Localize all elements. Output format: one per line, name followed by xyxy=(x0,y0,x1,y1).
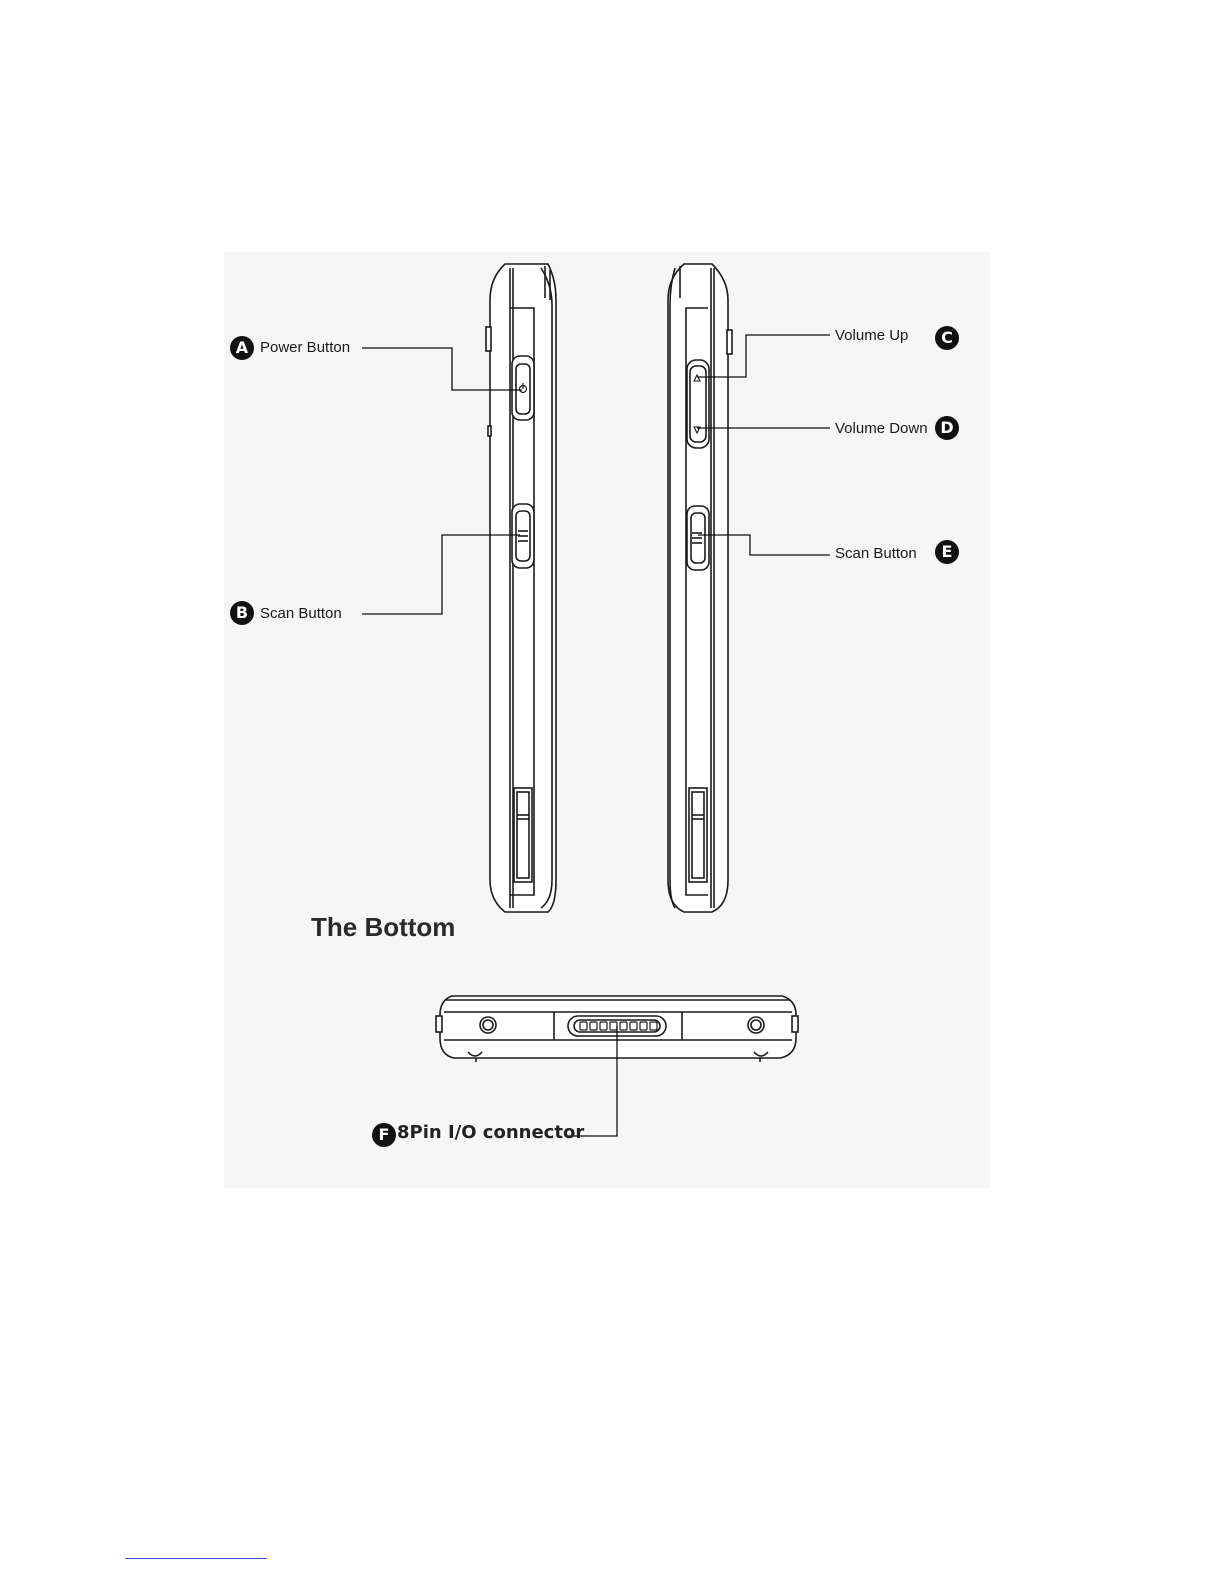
right-side-view xyxy=(668,264,732,912)
section-heading: The Bottom xyxy=(311,912,455,943)
callout-badge-b: B xyxy=(230,601,254,625)
scan-button-b-label: Scan Button xyxy=(260,605,342,622)
volume-up-label: Volume Up xyxy=(835,327,908,344)
volume-down-label: Volume Down xyxy=(835,420,928,437)
io-connector-label: 8Pin I/O connector xyxy=(397,1122,584,1143)
callout-badge-d: D xyxy=(935,416,959,440)
callout-badge-c: C xyxy=(935,326,959,350)
footnote-rule xyxy=(125,1558,267,1559)
power-button-label: Power Button xyxy=(260,339,350,356)
left-side-view xyxy=(486,264,556,912)
callout-badge-a: A xyxy=(230,336,254,360)
callout-badge-f: F xyxy=(372,1123,396,1147)
scan-button-e-label: Scan Button xyxy=(835,545,917,562)
callout-badge-e: E xyxy=(935,540,959,564)
